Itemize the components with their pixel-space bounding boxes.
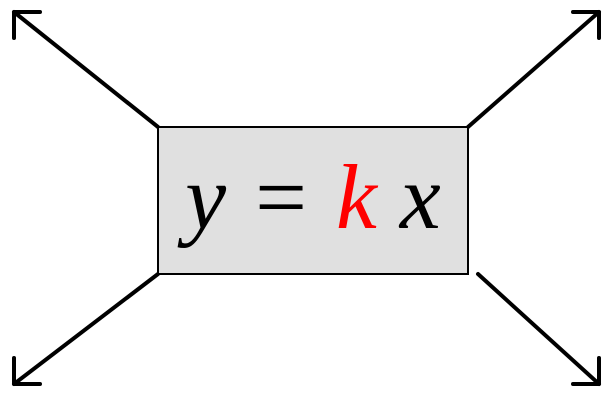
arrow-up-right-icon bbox=[466, 10, 601, 129]
equation-variable: x bbox=[398, 146, 441, 248]
arrow-down-left-icon bbox=[12, 272, 160, 386]
equation-box bbox=[157, 126, 469, 275]
equation-equals: = bbox=[255, 146, 307, 248]
equation-text: y = k x bbox=[177, 146, 441, 248]
arrow-down-right-icon bbox=[476, 272, 601, 386]
equation-coefficient: k bbox=[336, 146, 379, 248]
arrow-up-left-icon bbox=[12, 10, 160, 129]
equation-lhs: y bbox=[177, 146, 226, 248]
